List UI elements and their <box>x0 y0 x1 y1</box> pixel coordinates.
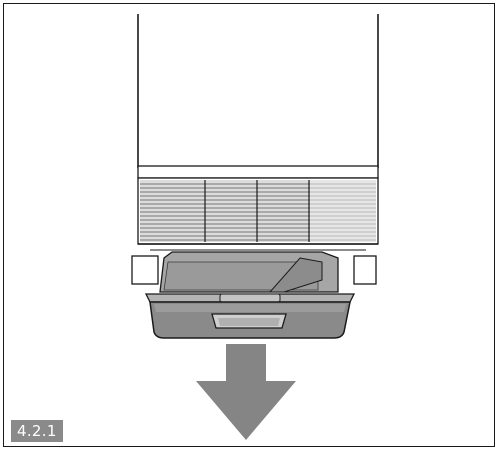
appliance-body <box>137 14 379 168</box>
appliance-feet <box>131 255 377 285</box>
arrow-down-icon <box>196 344 296 440</box>
vent-grille <box>137 165 379 251</box>
drip-tray <box>144 251 356 339</box>
figure-label: 4.2.1 <box>11 420 63 442</box>
